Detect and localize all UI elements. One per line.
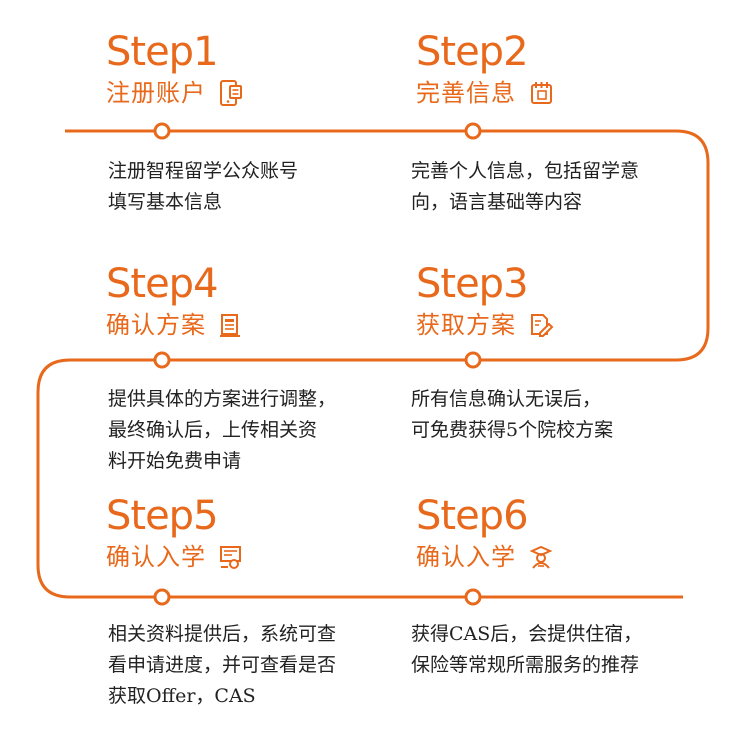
step-number: Step2	[416, 29, 529, 75]
step-title: 获取方案	[416, 310, 554, 340]
step4-description: 提供具体的方案进行调整， 最终确认后，上传相关资 料开始免费申请	[108, 388, 337, 472]
step6-description: 获得CAS后，会提供住宿， 保险等常规所需服务的推荐	[411, 623, 643, 676]
step5-node	[153, 588, 171, 606]
step3-node	[464, 351, 482, 369]
step-title: 确认方案	[106, 310, 242, 340]
snake-path	[36, 129, 710, 599]
step-number: Step1	[106, 29, 219, 75]
step-title: 确认入学	[106, 542, 244, 572]
step4-header: Step4 确认方案	[106, 262, 242, 340]
step2-header: Step2 完善信息	[416, 30, 554, 108]
notebook-icon	[531, 82, 552, 104]
step-number: Step5	[106, 493, 219, 539]
step4-node	[153, 351, 171, 369]
step-title: 确认入学	[416, 542, 554, 572]
step-title: 完善信息	[416, 78, 554, 108]
certificate-icon	[220, 546, 241, 569]
graduate-icon	[529, 545, 553, 569]
document-edit-icon	[531, 314, 554, 337]
step6-node	[464, 588, 482, 606]
step5-description: 相关资料提供后，系统可查 看申请进度，并可查看是否 获取Offer，CAS	[108, 623, 337, 707]
step-number: Step6	[416, 493, 529, 539]
step-number: Step4	[106, 261, 219, 307]
step1-node	[153, 122, 171, 140]
step-number: Step3	[416, 261, 529, 307]
step1-description: 注册智程留学公众账号 填写基本信息	[108, 160, 299, 213]
step2-description: 完善个人信息，包括留学意 向，语言基础等内容	[411, 160, 640, 213]
step3-header: Step3 获取方案	[416, 262, 554, 340]
step6-header: Step6 确认入学	[416, 494, 554, 572]
step5-header: Step5 确认入学	[106, 494, 244, 572]
step3-description: 所有信息确认无误后， 可免费获得5个院校方案	[411, 388, 614, 441]
document-icon	[220, 314, 240, 337]
step1-header: Step1 注册账户	[106, 30, 244, 108]
phone-register-icon	[220, 80, 242, 106]
step-title: 注册账户	[106, 78, 244, 108]
step2-node	[464, 122, 482, 140]
